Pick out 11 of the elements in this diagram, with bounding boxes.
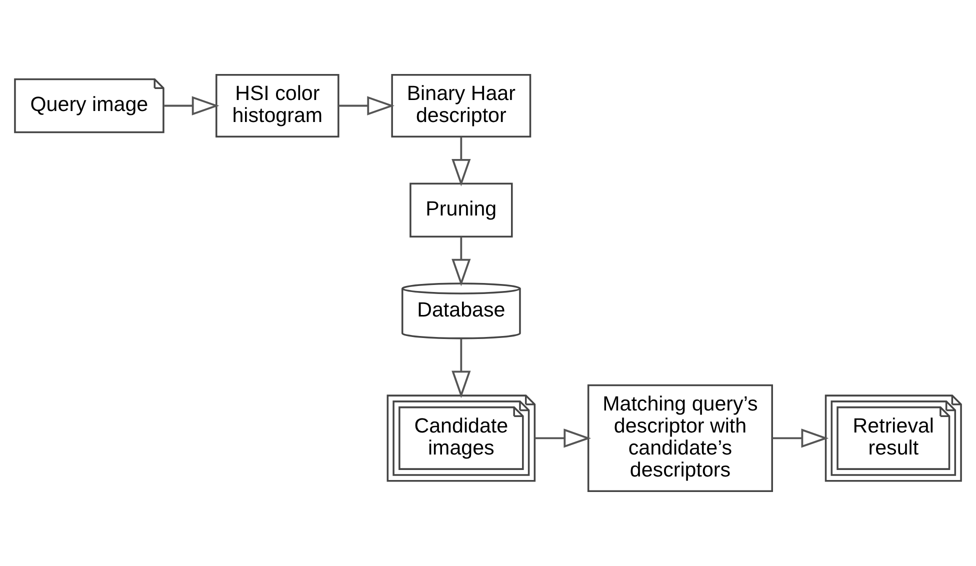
arrow [452,236,471,286]
node-box: Matching query’s descriptor with candidate’s descriptors [587,384,773,492]
node-box: Binary Haar descriptor [391,74,532,138]
arrow [338,96,395,116]
node-box: Pruning [410,182,513,238]
node-box: HSI color histogram [216,74,340,138]
arrow [164,96,220,116]
arrow [452,137,471,186]
arrow [534,428,592,448]
arrow [772,428,829,448]
arrow [452,338,471,398]
